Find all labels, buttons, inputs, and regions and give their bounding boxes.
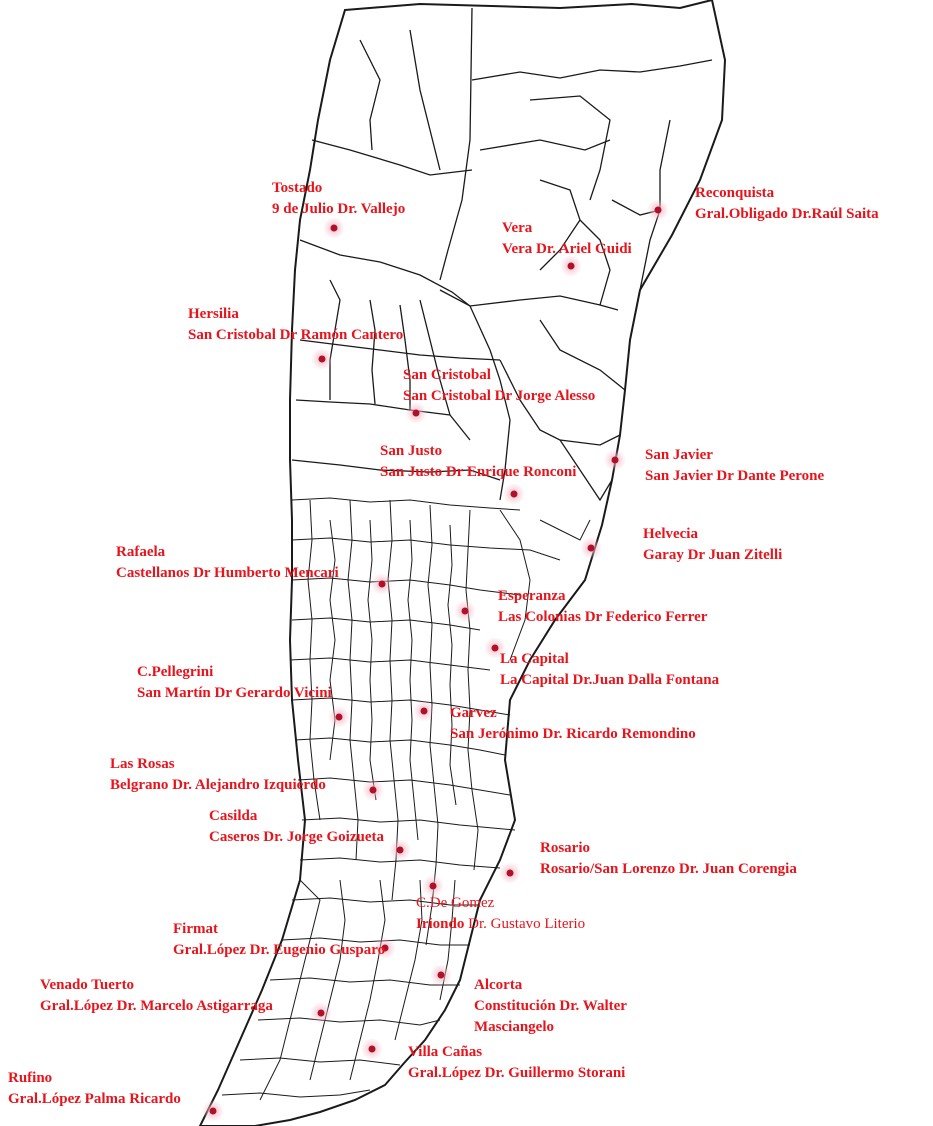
label-rufino: Rufino Gral.López Palma Ricardo bbox=[8, 1068, 181, 1110]
city-name: Las Rosas bbox=[110, 756, 175, 772]
marker-casilda bbox=[389, 839, 411, 861]
label-venado-tuerto: Venado Tuerto Gral.López Dr. Marcelo Ast… bbox=[40, 975, 273, 1017]
label-c-pellegrini: C.Pellegrini San Martín Dr Gerardo Vicin… bbox=[137, 662, 332, 704]
province-outline bbox=[198, 0, 727, 1126]
city-name: Casilda bbox=[209, 808, 258, 824]
marker-helvecia bbox=[580, 537, 602, 559]
city-name: Helvecia bbox=[643, 526, 698, 542]
marker-c-pellegrini bbox=[328, 706, 350, 728]
dept-doctor: Vera Dr. Ariel Guidi bbox=[502, 241, 632, 257]
marker-san-cristobal bbox=[405, 402, 427, 424]
city-name: Reconquista bbox=[695, 185, 775, 201]
dept-doctor: San Cristobal Dr Ramón Cantero bbox=[188, 327, 404, 343]
city-name: C.De Gomez bbox=[416, 895, 495, 911]
label-rosario: Rosario Rosario/San Lorenzo Dr. Juan Cor… bbox=[540, 838, 797, 880]
label-la-capital: La Capital La Capital Dr.Juan Dalla Font… bbox=[500, 649, 719, 691]
dept-doctor: Gral.Obligado Dr.Raúl Saita bbox=[695, 206, 879, 222]
dept-name: Iriondo bbox=[416, 916, 465, 932]
city-name: Esperanza bbox=[498, 588, 566, 604]
dept-doctor: Gral.López Dr. Eugenio Gusparo bbox=[173, 942, 386, 958]
marker-firmat bbox=[374, 937, 396, 959]
label-casilda: Casilda Caseros Dr. Jorge Goizueta bbox=[209, 806, 384, 848]
city-name: Rufino bbox=[8, 1070, 53, 1086]
city-markers bbox=[202, 199, 669, 1122]
dept-doctor-cont: Masciangelo bbox=[474, 1019, 554, 1035]
city-name: Villa Cañas bbox=[408, 1044, 483, 1060]
dept-doctor: San Jerónimo Dr. Ricardo Remondino bbox=[450, 726, 696, 742]
marker-las-rosas bbox=[362, 779, 384, 801]
dept-doctor: Garay Dr Juan Zitelli bbox=[643, 547, 783, 563]
marker-rufino bbox=[202, 1100, 224, 1122]
label-firmat: Firmat Gral.López Dr. Eugenio Gusparo bbox=[173, 919, 385, 961]
marker-rosario bbox=[499, 862, 521, 884]
dept-doctor: Gral.López Dr. Marcelo Astigarraga bbox=[40, 998, 273, 1014]
city-name: Garvez bbox=[450, 705, 497, 721]
label-garvez: Garvez San Jerónimo Dr. Ricardo Remondin… bbox=[450, 703, 696, 745]
city-name: Rosario bbox=[540, 840, 590, 856]
dept-doctor: Gral.López Dr. Guillermo Storani bbox=[408, 1065, 626, 1081]
marker-hersilia bbox=[311, 348, 333, 370]
label-alcorta: Alcorta Constitución Dr. Walter Masciang… bbox=[474, 975, 627, 1038]
dept-doctor: San Cristobal Dr Jorge Alesso bbox=[403, 388, 596, 404]
marker-san-javier bbox=[604, 449, 626, 471]
city-name: San Javier bbox=[645, 447, 713, 463]
doctor-name: Dr. Gustavo Literio bbox=[464, 916, 586, 932]
dept-doctor: Iriondo Dr. Gustavo Literio bbox=[416, 914, 585, 935]
city-name: La Capital bbox=[500, 651, 569, 667]
marker-reconquista bbox=[647, 199, 669, 221]
label-san-cristobal: San Cristobal San Cristobal Dr Jorge Ale… bbox=[403, 365, 595, 407]
dept-doctor: Caseros Dr. Jorge Goizueta bbox=[209, 829, 384, 845]
dept-doctor: La Capital Dr.Juan Dalla Fontana bbox=[500, 672, 720, 688]
label-helvecia: Helvecia Garay Dr Juan Zitelli bbox=[643, 524, 782, 566]
marker-san-justo bbox=[503, 483, 525, 505]
label-tostado: Tostado 9 de Julio Dr. Vallejo bbox=[272, 178, 405, 220]
city-name: Alcorta bbox=[474, 977, 523, 993]
label-hersilia: Hersilia San Cristobal Dr Ramón Cantero bbox=[188, 304, 403, 346]
city-name: Tostado bbox=[272, 180, 323, 196]
label-san-justo: San Justo San Justo Dr Enrique Ronconi bbox=[380, 441, 576, 483]
city-name: Firmat bbox=[173, 921, 218, 937]
district-grid bbox=[221, 497, 591, 1101]
marker-tostado bbox=[323, 217, 345, 239]
dept-doctor: Belgrano Dr. Alejandro Izquierdo bbox=[110, 777, 326, 793]
dept-doctor: San Javier Dr Dante Perone bbox=[645, 468, 825, 484]
label-rafaela: Rafaela Castellanos Dr Humberto Mencari bbox=[116, 542, 339, 584]
city-name: Venado Tuerto bbox=[40, 977, 135, 993]
city-name: San Cristobal bbox=[403, 367, 491, 383]
dept-doctor: Constitución Dr. Walter bbox=[474, 998, 627, 1014]
label-c-de-gomez: C.De Gomez Iriondo Dr. Gustavo Literio bbox=[416, 893, 585, 935]
marker-alcorta bbox=[430, 964, 452, 986]
marker-venado-tuerto bbox=[310, 1002, 332, 1024]
label-villa-canas: Villa Cañas Gral.López Dr. Guillermo Sto… bbox=[408, 1042, 625, 1084]
marker-la-capital bbox=[484, 637, 506, 659]
label-reconquista: Reconquista Gral.Obligado Dr.Raúl Saita bbox=[695, 183, 879, 225]
label-vera: Vera Vera Dr. Ariel Guidi bbox=[502, 218, 632, 260]
city-name: San Justo bbox=[380, 443, 443, 459]
dept-doctor: San Martín Dr Gerardo Vicini bbox=[137, 685, 332, 701]
marker-c-de-gomez bbox=[422, 875, 444, 897]
dept-doctor: 9 de Julio Dr. Vallejo bbox=[272, 201, 406, 217]
label-san-javier: San Javier San Javier Dr Dante Perone bbox=[645, 445, 824, 487]
dept-doctor: Castellanos Dr Humberto Mencari bbox=[116, 565, 339, 581]
city-name: Hersilia bbox=[188, 306, 239, 322]
city-name: C.Pellegrini bbox=[137, 664, 214, 680]
marker-rafaela bbox=[371, 573, 393, 595]
label-esperanza: Esperanza Las Colonias Dr Federico Ferre… bbox=[498, 586, 707, 628]
dept-doctor: Las Colonias Dr Federico Ferrer bbox=[498, 609, 708, 625]
label-las-rosas: Las Rosas Belgrano Dr. Alejandro Izquier… bbox=[110, 754, 326, 796]
city-name: Vera bbox=[502, 220, 533, 236]
marker-vera bbox=[560, 255, 582, 277]
marker-villa-canas bbox=[361, 1038, 383, 1060]
department-borders bbox=[291, 7, 713, 502]
dept-doctor: Rosario/San Lorenzo Dr. Juan Corengia bbox=[540, 861, 797, 877]
city-name: Rafaela bbox=[116, 544, 166, 560]
dept-doctor: Gral.López Palma Ricardo bbox=[8, 1091, 181, 1107]
marker-garvez bbox=[413, 700, 435, 722]
dept-doctor: San Justo Dr Enrique Ronconi bbox=[380, 464, 577, 480]
marker-esperanza bbox=[454, 600, 476, 622]
